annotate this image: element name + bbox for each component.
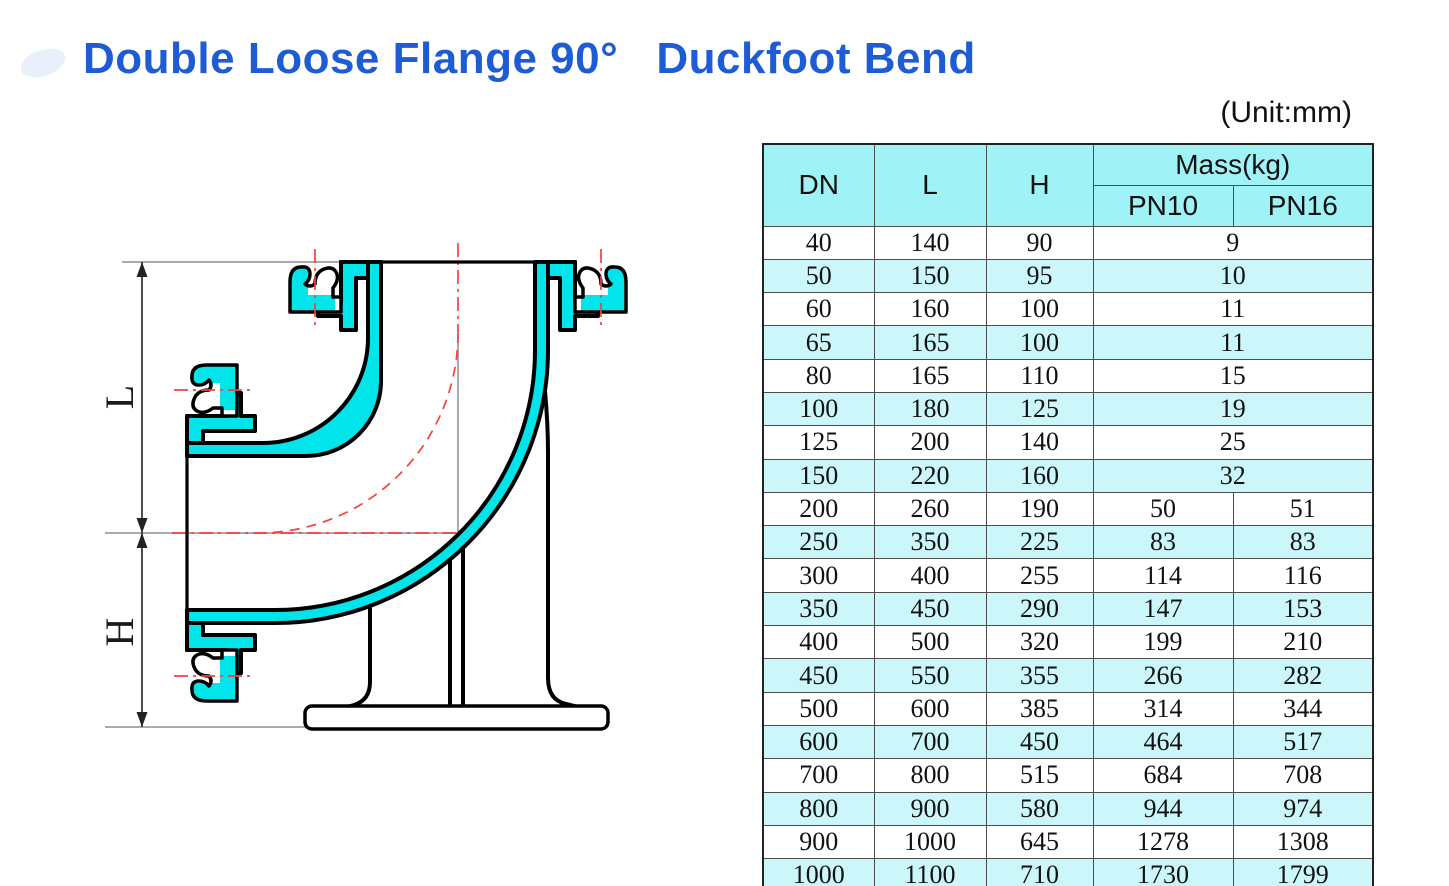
col-header-dn: DN	[762, 143, 875, 227]
dimension-label-l: L	[97, 385, 142, 409]
base-plate	[303, 704, 610, 731]
bend-outer-wall	[185, 260, 550, 625]
col-header-mass: Mass(kg)	[1092, 143, 1374, 186]
arrowhead-down	[136, 712, 148, 727]
support-right-edge	[543, 390, 579, 709]
arrowhead-up	[136, 262, 148, 277]
page-title: Double Loose Flange 90° Duckfoot Bend	[83, 34, 976, 83]
support-left-edge	[346, 606, 372, 709]
bend-inner-wall	[185, 260, 383, 458]
bend-centerline-arc	[257, 332, 459, 534]
col-header-pn10: PN10	[1092, 184, 1234, 227]
dimension-label-h: H	[97, 618, 142, 647]
duckfoot-bend-diagram: L H	[97, 243, 700, 731]
col-header-h: H	[985, 143, 1094, 227]
col-header-l: L	[873, 143, 987, 227]
unit-note: (Unit:mm)	[1220, 96, 1352, 129]
arrowhead-down	[136, 518, 148, 533]
col-header-pn16: PN16	[1232, 184, 1374, 227]
table-header: DN L H Mass(kg) PN10 PN16	[762, 143, 1374, 227]
arrowhead-up	[136, 533, 148, 548]
